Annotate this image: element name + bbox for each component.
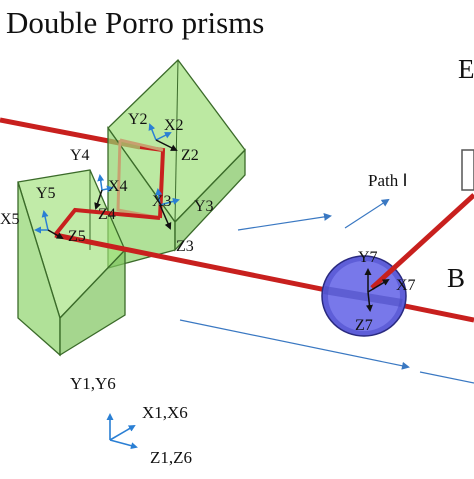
axis-triad-4: [94, 174, 114, 210]
label-y5: Y5: [36, 185, 56, 202]
path-label: Path Ⅰ: [368, 171, 408, 190]
label-y2: Y2: [128, 111, 148, 128]
label-y4: Y4: [70, 147, 90, 164]
label-x4: X4: [108, 178, 128, 195]
label-z3: Z3: [176, 238, 194, 255]
axis-triad-2: [148, 123, 178, 151]
axis-triad-7: [364, 268, 390, 312]
label-y3: Y3: [194, 198, 214, 215]
beam-front-prism: [53, 207, 161, 237]
label-z1-z6: Z1,Z6: [150, 448, 192, 467]
label-z5: Z5: [68, 228, 86, 245]
label-x5: X5: [0, 211, 20, 228]
axis-triad-3: [155, 188, 180, 230]
label-z7: Z7: [355, 317, 373, 334]
edge-letter-e: E: [458, 54, 474, 84]
direction-arrow-2: [179, 319, 410, 370]
diagram-title: Double Porro prisms: [6, 5, 264, 40]
reflected-beam: [370, 193, 474, 290]
label-z2: Z2: [181, 147, 199, 164]
direction-arrow-1: [237, 212, 332, 231]
direction-arrow-3: [419, 371, 474, 384]
label-x2: X2: [164, 117, 184, 134]
edge-component-outline: [461, 149, 474, 191]
label-x7: X7: [396, 277, 416, 294]
axis-triad-1-6: [106, 413, 138, 450]
label-z4: Z4: [98, 206, 116, 223]
edge-letter-b: B: [447, 263, 465, 293]
label-y7: Y7: [358, 249, 378, 266]
beam-back-prism-top: [119, 138, 164, 152]
back-porro-prism: [107, 59, 246, 269]
label-x1-x6: X1,X6: [142, 403, 188, 422]
label-y1-y6: Y1,Y6: [70, 374, 116, 393]
axis-triad-5: [34, 210, 64, 239]
path-arrow: [344, 198, 390, 229]
label-x3: X3: [152, 193, 172, 210]
